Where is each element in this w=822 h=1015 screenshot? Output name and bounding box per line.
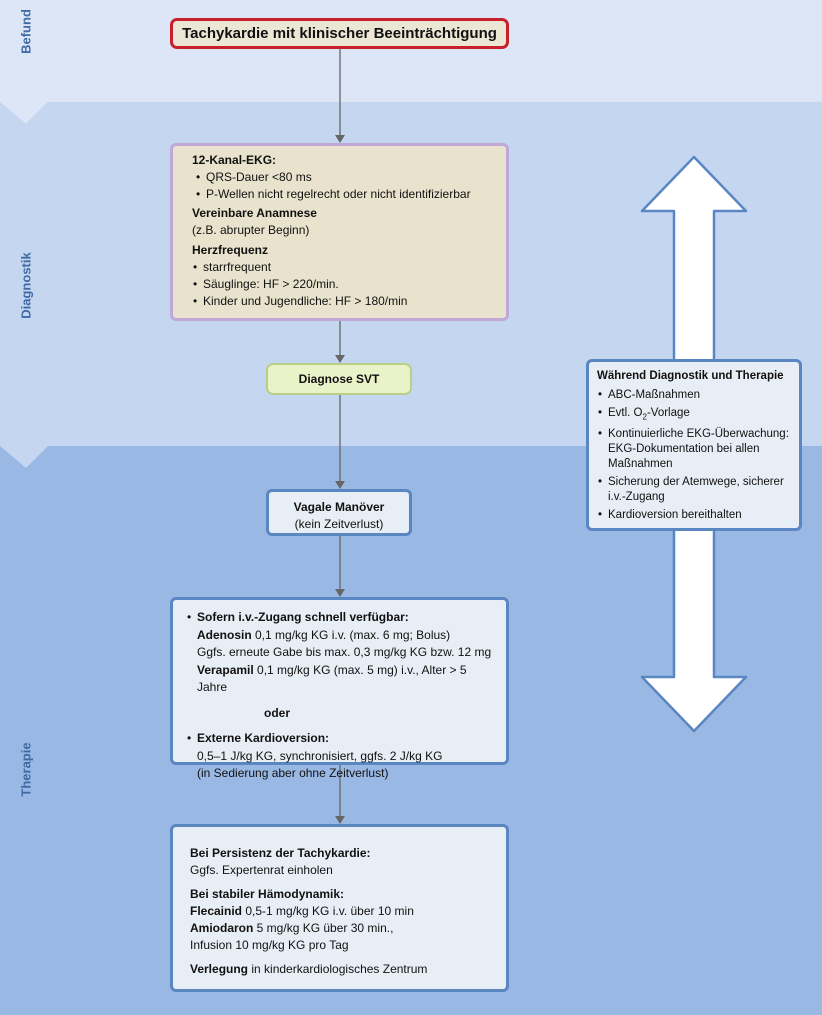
- top-box-title: Tachykardie mit klinischer Beeinträchtig…: [182, 25, 497, 42]
- flow-arrows: [335, 46, 345, 824]
- therapy-item1-title: Sofern i.v.-Zugang schnell verfügbar:: [197, 610, 409, 624]
- right-list: ABC-Maßnahmen Evtl. O2-Vorlage Kontinuie…: [597, 388, 793, 523]
- o2-sub: 2: [642, 412, 647, 422]
- verapamil-name: Verapamil: [197, 662, 254, 677]
- verapamil-dose: 0,1 mg/kg KG (max. 5 mg) i.v., Alter > 5…: [197, 662, 467, 695]
- list-item: Kontinuierliche EKG-Überwachung: EKG-Dok…: [597, 427, 793, 472]
- amiodaron-line: Amiodaron 5 mg/kg KG über 30 min.,: [190, 920, 496, 937]
- infusion-line: Infusion 10 mg/kg KG pro Tag: [190, 938, 349, 952]
- ekg-list: QRS-Dauer <80 ms P-Wellen nicht regelrec…: [192, 169, 490, 203]
- list-item: Sicherung der Atemwege, sicherer i.v.-Zu…: [597, 475, 793, 505]
- vagal-box: Vagale Manöver (kein Zeitverlust): [266, 489, 412, 536]
- kardio-line2: (in Sedierung aber ohne Zeitverlust): [197, 766, 389, 780]
- vagal-subtitle: (kein Zeitverlust): [294, 516, 384, 531]
- list-item: Sofern i.v.-Zugang schnell verfügbar: Ad…: [186, 609, 498, 697]
- list-item: Kinder und Jugendliche: HF > 180/min: [192, 293, 490, 310]
- list-item: starrfrequent: [192, 259, 490, 276]
- list-item: P-Wellen nicht regelrecht oder nicht ide…: [195, 186, 490, 203]
- verlegung-rest: in kinderkardiologisches Zentrum: [248, 962, 428, 976]
- svt-box: Diagnose SVT: [266, 363, 412, 395]
- flecainid-dose: 0,5-1 mg/kg KG i.v. über 10 min: [242, 904, 414, 918]
- persist-box: Bei Persistenz der Tachykardie: Ggfs. Ex…: [170, 824, 509, 992]
- therapy-item2-title: Externe Kardioversion:: [197, 731, 330, 745]
- therapy-list-2: Externe Kardioversion: 0,5–1 J/kg KG, sy…: [186, 730, 498, 783]
- section-label-befund: Befund: [18, 9, 34, 54]
- anamnese-title: Vereinbare Anamnese: [192, 206, 317, 220]
- hf-title: Herzfrequenz: [192, 243, 269, 257]
- right-box-title: Während Diagnostik und Therapie: [597, 370, 784, 382]
- adenosin-line: Adenosin 0,1 mg/kg KG i.v. (max. 6 mg; B…: [197, 627, 498, 645]
- hf-list: starrfrequent Säuglinge: HF > 220/min. K…: [192, 259, 490, 310]
- flecainid-name: Flecainid: [190, 904, 243, 918]
- section-label-therapie: Therapie: [18, 742, 34, 797]
- vagal-title: Vagale Manöver: [293, 500, 385, 514]
- list-item: Externe Kardioversion: 0,5–1 J/kg KG, sy…: [186, 730, 498, 783]
- list-item: ABC-Maßnahmen: [597, 388, 793, 403]
- kardio-line1: 0,5–1 J/kg KG, synchronisiert, ggfs. 2 J…: [197, 748, 443, 763]
- right-box: Während Diagnostik und Therapie ABC-Maßn…: [586, 359, 802, 531]
- persist-title1: Bei Persistenz der Tachykardie:: [190, 846, 371, 860]
- verlegung-bold: Verlegung: [190, 962, 249, 976]
- o2-post: -Vorlage: [646, 407, 690, 419]
- adenosin-dose: 0,1 mg/kg KG i.v. (max. 6 mg; Bolus): [251, 627, 451, 642]
- oder-label: oder: [264, 705, 291, 720]
- amiodaron-name: Amiodaron: [190, 921, 254, 935]
- o2-pre: Evtl. O: [608, 407, 643, 419]
- verapamil-line: Verapamil 0,1 mg/kg KG (max. 5 mg) i.v.,…: [197, 662, 498, 697]
- therapy-list: Sofern i.v.-Zugang schnell verfügbar: Ad…: [186, 609, 498, 697]
- verlegung-line: Verlegung in kinderkardiologisches Zentr…: [190, 961, 496, 978]
- adenosin-repeat: Ggfs. erneute Gabe bis max. 0,3 mg/kg KG…: [197, 645, 492, 659]
- adenosin-name: Adenosin: [197, 627, 252, 642]
- list-item: QRS-Dauer <80 ms: [195, 169, 490, 186]
- amiodaron-dose: 5 mg/kg KG über 30 min.,: [253, 921, 394, 935]
- list-item: Evtl. O2-Vorlage: [597, 406, 793, 424]
- ekg-title: 12-Kanal-EKG:: [192, 153, 277, 167]
- therapy-box: Sofern i.v.-Zugang schnell verfügbar: Ad…: [170, 597, 509, 780]
- persist-line1: Ggfs. Expertenrat einholen: [190, 863, 333, 877]
- flecainid-line: Flecainid 0,5-1 mg/kg KG i.v. über 10 mi…: [190, 903, 496, 920]
- top-box: Tachykardie mit klinischer Beeinträchtig…: [170, 18, 509, 49]
- diag-box: 12-Kanal-EKG: QRS-Dauer <80 ms P-Wellen …: [170, 143, 509, 321]
- anamnese-text: (z.B. abrupter Beginn): [192, 223, 310, 237]
- list-item: Säuglinge: HF > 220/min.: [192, 276, 490, 293]
- section-label-diagnostik: Diagnostik: [18, 252, 34, 319]
- svt-label: Diagnose SVT: [298, 372, 380, 386]
- persist-title2: Bei stabiler Hämodynamik:: [190, 887, 345, 901]
- list-item: Kardioversion bereithalten: [597, 508, 793, 523]
